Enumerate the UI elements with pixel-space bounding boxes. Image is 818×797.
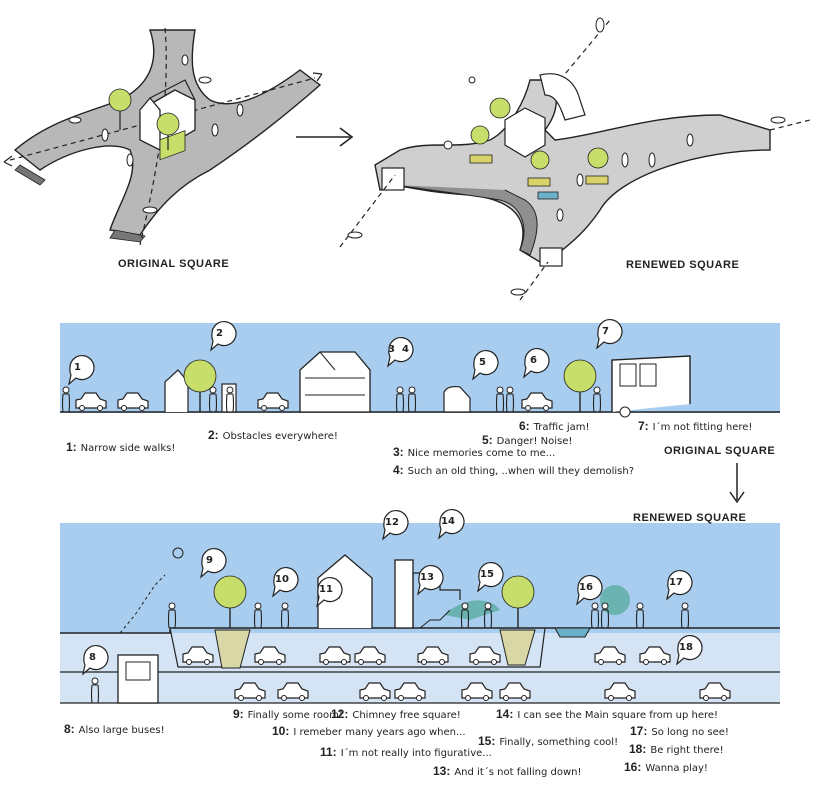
bubble-16: 16 [579, 582, 593, 593]
note-18: 18:Be right there! [629, 742, 724, 756]
renewed-section [60, 509, 780, 704]
bubble-3: 3 [388, 344, 395, 355]
original-section [60, 319, 780, 418]
note-6: 6:Traffic jam! [519, 419, 590, 433]
bubble-15: 15 [480, 569, 494, 580]
note-14: 14:I can see the Main square from up her… [496, 707, 719, 721]
note-17: 17:So long no see! [630, 724, 729, 738]
original-section-caption: ORIGINAL SQUARE [664, 445, 776, 457]
original-square-caption: ORIGINAL SQUARE [118, 258, 230, 270]
bubble-8: 8 [89, 652, 96, 663]
note-4: 4:Such an old thing, ..when will they de… [393, 463, 635, 477]
note-8: 8:Also large buses! [64, 722, 165, 736]
note-10: 10:I remeber many years ago when... [272, 724, 466, 738]
note-12: 12:Chimney free square! [331, 707, 461, 721]
bubble-5: 5 [479, 357, 486, 368]
note-1: 1:Narrow side walks! [66, 440, 176, 454]
note-2: 2:Obstacles everywhere! [208, 428, 338, 442]
bubble-7: 7 [602, 326, 609, 337]
original-square-axonometric [3, 27, 323, 246]
bubble-17: 17 [669, 577, 683, 588]
bubble-1: 1 [74, 362, 81, 373]
note-13: 13:And it´s not falling down! [433, 764, 582, 778]
note-15: 15:Finally, something cool! [478, 734, 619, 748]
bubble-4: 4 [402, 344, 409, 355]
bubble-14: 14 [441, 516, 455, 527]
note-7: 7:I´m not fitting here! [638, 419, 753, 433]
bubble-18: 18 [679, 642, 693, 653]
renewed-square-caption: RENEWED SQUARE [626, 259, 740, 271]
bubble-2: 2 [216, 328, 223, 339]
note-11: 11:I´m not really into figurative... [320, 745, 492, 759]
renewed-section-caption: RENEWED SQUARE [633, 512, 747, 524]
down-arrow [729, 463, 745, 504]
bubble-13: 13 [420, 572, 434, 583]
bubble-6: 6 [530, 355, 537, 366]
note-16: 16:Wanna play! [624, 760, 708, 774]
transform-arrow [296, 127, 354, 147]
bubble-11: 11 [319, 584, 333, 595]
bubble-12: 12 [385, 517, 399, 528]
note-3: 3:Nice memories come to me... [393, 445, 556, 459]
bubble-9: 9 [206, 555, 213, 566]
note-5: 5:Danger! Noise! [482, 433, 573, 447]
note-9: 9:Finally some room! [233, 707, 343, 721]
renewed-square-axonometric [339, 17, 811, 301]
bubble-10: 10 [275, 574, 289, 585]
